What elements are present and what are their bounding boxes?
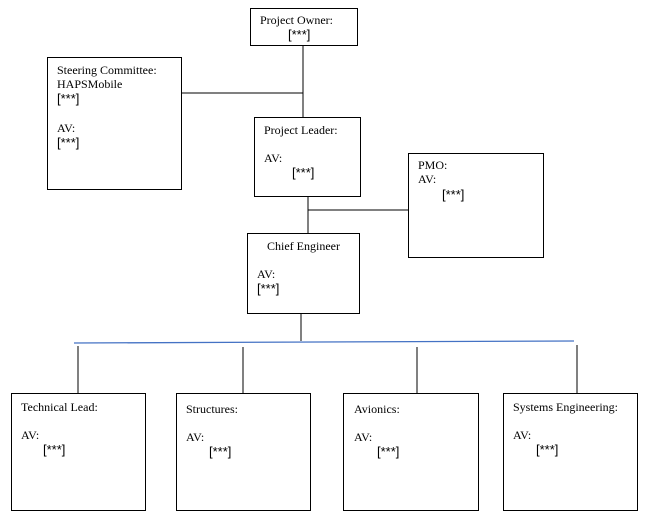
chief-engineer-value: [***] [257,281,280,296]
steering-committee-value-1: [***] [57,91,80,106]
systems-engineering-box: Systems Engineering: AV: [***] [503,393,638,511]
structures-box: Structures: AV: [***] [176,393,311,511]
steering-committee-av-label: AV: [57,121,76,135]
steering-committee-org: HAPSMobile [57,77,123,91]
systems-engineering-av-label: AV: [513,428,532,442]
steering-committee-value-2: [***] [57,135,80,150]
project-leader-box: Project Leader: AV: [***] [254,117,361,197]
technical-lead-value: [***] [43,442,66,457]
pmo-box: PMO: AV: [***] [408,153,544,258]
avionics-value: [***] [377,444,400,459]
pmo-av-label: AV: [418,172,437,186]
technical-lead-box: Technical Lead: AV: [***] [11,393,146,511]
systems-engineering-title: Systems Engineering: [513,400,618,414]
project-leader-title: Project Leader: [264,123,338,137]
chief-engineer-av-label: AV: [257,267,276,281]
pmo-value: [***] [442,187,465,202]
avionics-box: Avionics: AV: [***] [343,393,479,511]
project-leader-value: [***] [292,165,315,180]
chief-engineer-box: Chief Engineer AV: [***] [247,233,360,314]
team-bus-line [73,340,575,344]
project-owner-title: Project Owner: [260,13,333,27]
technical-lead-title: Technical Lead: [21,400,98,414]
avionics-title: Avionics: [354,402,400,416]
project-owner-value: [***] [288,27,311,42]
structures-value: [***] [209,444,232,459]
steering-committee-title: Steering Committee: [57,63,157,77]
structures-title: Structures: [186,402,238,416]
technical-lead-av-label: AV: [21,428,40,442]
chief-engineer-title: Chief Engineer [267,239,340,253]
pmo-title: PMO: [418,158,448,172]
project-leader-av-label: AV: [264,151,283,165]
project-owner-box: Project Owner: [***] [250,8,358,46]
steering-committee-box: Steering Committee: HAPSMobile [***] AV:… [47,57,182,190]
structures-av-label: AV: [186,430,205,444]
avionics-av-label: AV: [354,430,373,444]
systems-engineering-value: [***] [536,442,559,457]
